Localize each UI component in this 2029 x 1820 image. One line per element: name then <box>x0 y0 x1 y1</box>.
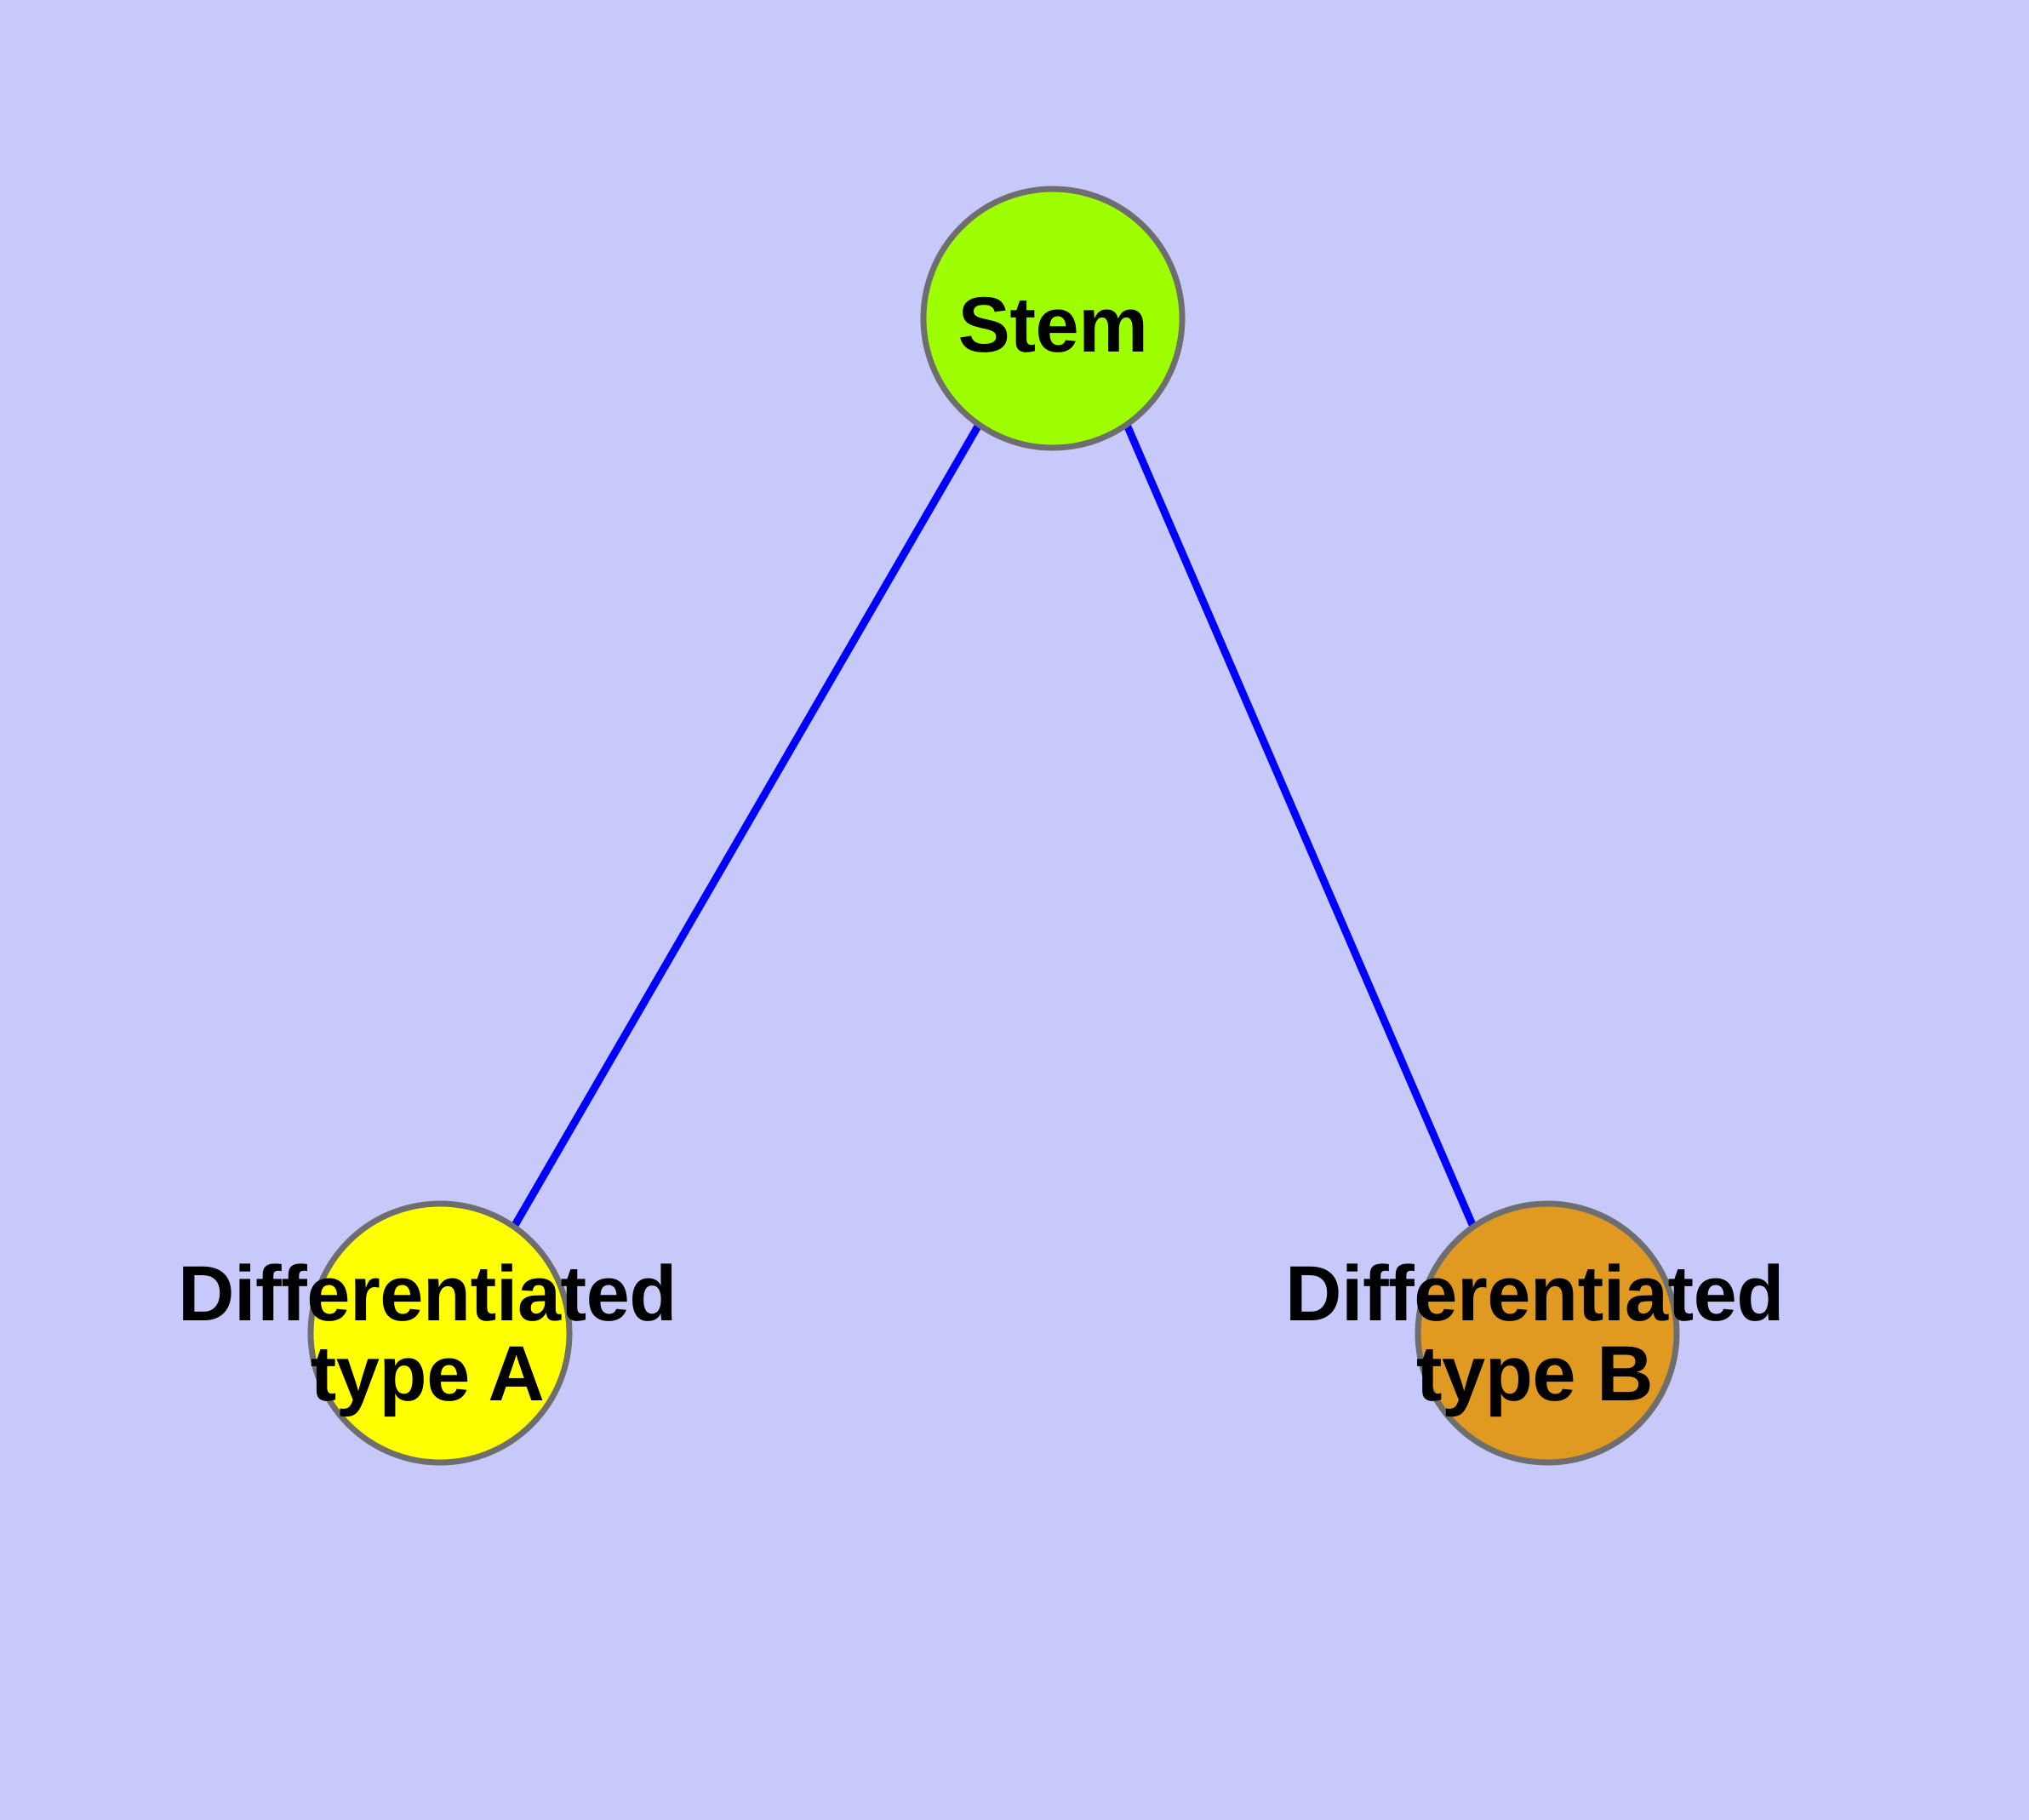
edge-stem-to-diff-a[interactable] <box>511 422 982 1229</box>
node-diff-b[interactable] <box>1415 1200 1680 1466</box>
edge-stem-to-diff-b[interactable] <box>1123 423 1477 1228</box>
node-diff-a[interactable] <box>307 1200 573 1466</box>
node-layer <box>307 186 1680 1466</box>
edge-layer <box>511 422 1477 1229</box>
node-stem[interactable] <box>920 186 1186 451</box>
